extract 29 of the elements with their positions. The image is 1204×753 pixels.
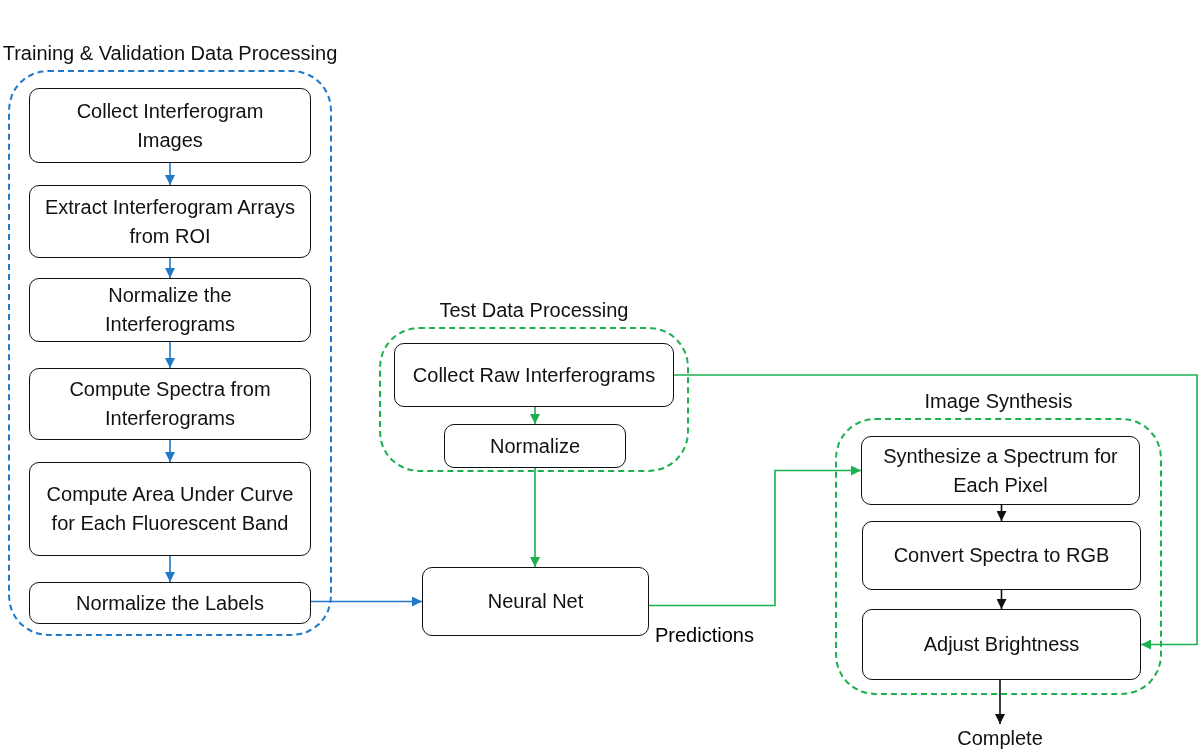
process-box: Extract Interferogram Arrays from ROI <box>29 185 311 258</box>
arrow <box>530 406 540 425</box>
group-title: Test Data Processing <box>438 298 630 323</box>
process-box: Neural Net <box>422 567 649 636</box>
arrow <box>310 596 423 607</box>
process-box: Convert Spectra to RGB <box>862 521 1141 590</box>
arrow <box>165 162 175 186</box>
group-title: Training & Validation Data Processing <box>1 41 339 66</box>
arrow <box>165 555 175 583</box>
process-box: Collect Raw Interferograms <box>394 343 674 407</box>
process-box: Normalize <box>444 424 626 468</box>
arrow <box>165 439 175 463</box>
arrow <box>673 374 1198 650</box>
arrow <box>530 467 540 568</box>
process-box: Collect Interferogram Images <box>29 88 311 163</box>
arrow <box>995 679 1005 725</box>
group-title: Image Synthesis <box>923 389 1074 414</box>
arrow <box>165 257 175 279</box>
arrow <box>996 589 1007 610</box>
arrow <box>165 341 175 369</box>
process-box: Synthesize a Spectrum for Each Pixel <box>861 436 1140 505</box>
process-box: Compute Area Under Curve for Each Fluorescent Band <box>29 462 311 556</box>
process-box: Compute Spectra from Interferograms <box>29 368 311 440</box>
process-box: Adjust Brightness <box>862 609 1141 680</box>
process-box: Normalize the Interferograms <box>29 278 311 342</box>
process-box: Normalize the Labels <box>29 582 311 624</box>
arrow <box>648 465 862 607</box>
end-label: Complete <box>940 724 1060 752</box>
arrow <box>996 504 1007 522</box>
